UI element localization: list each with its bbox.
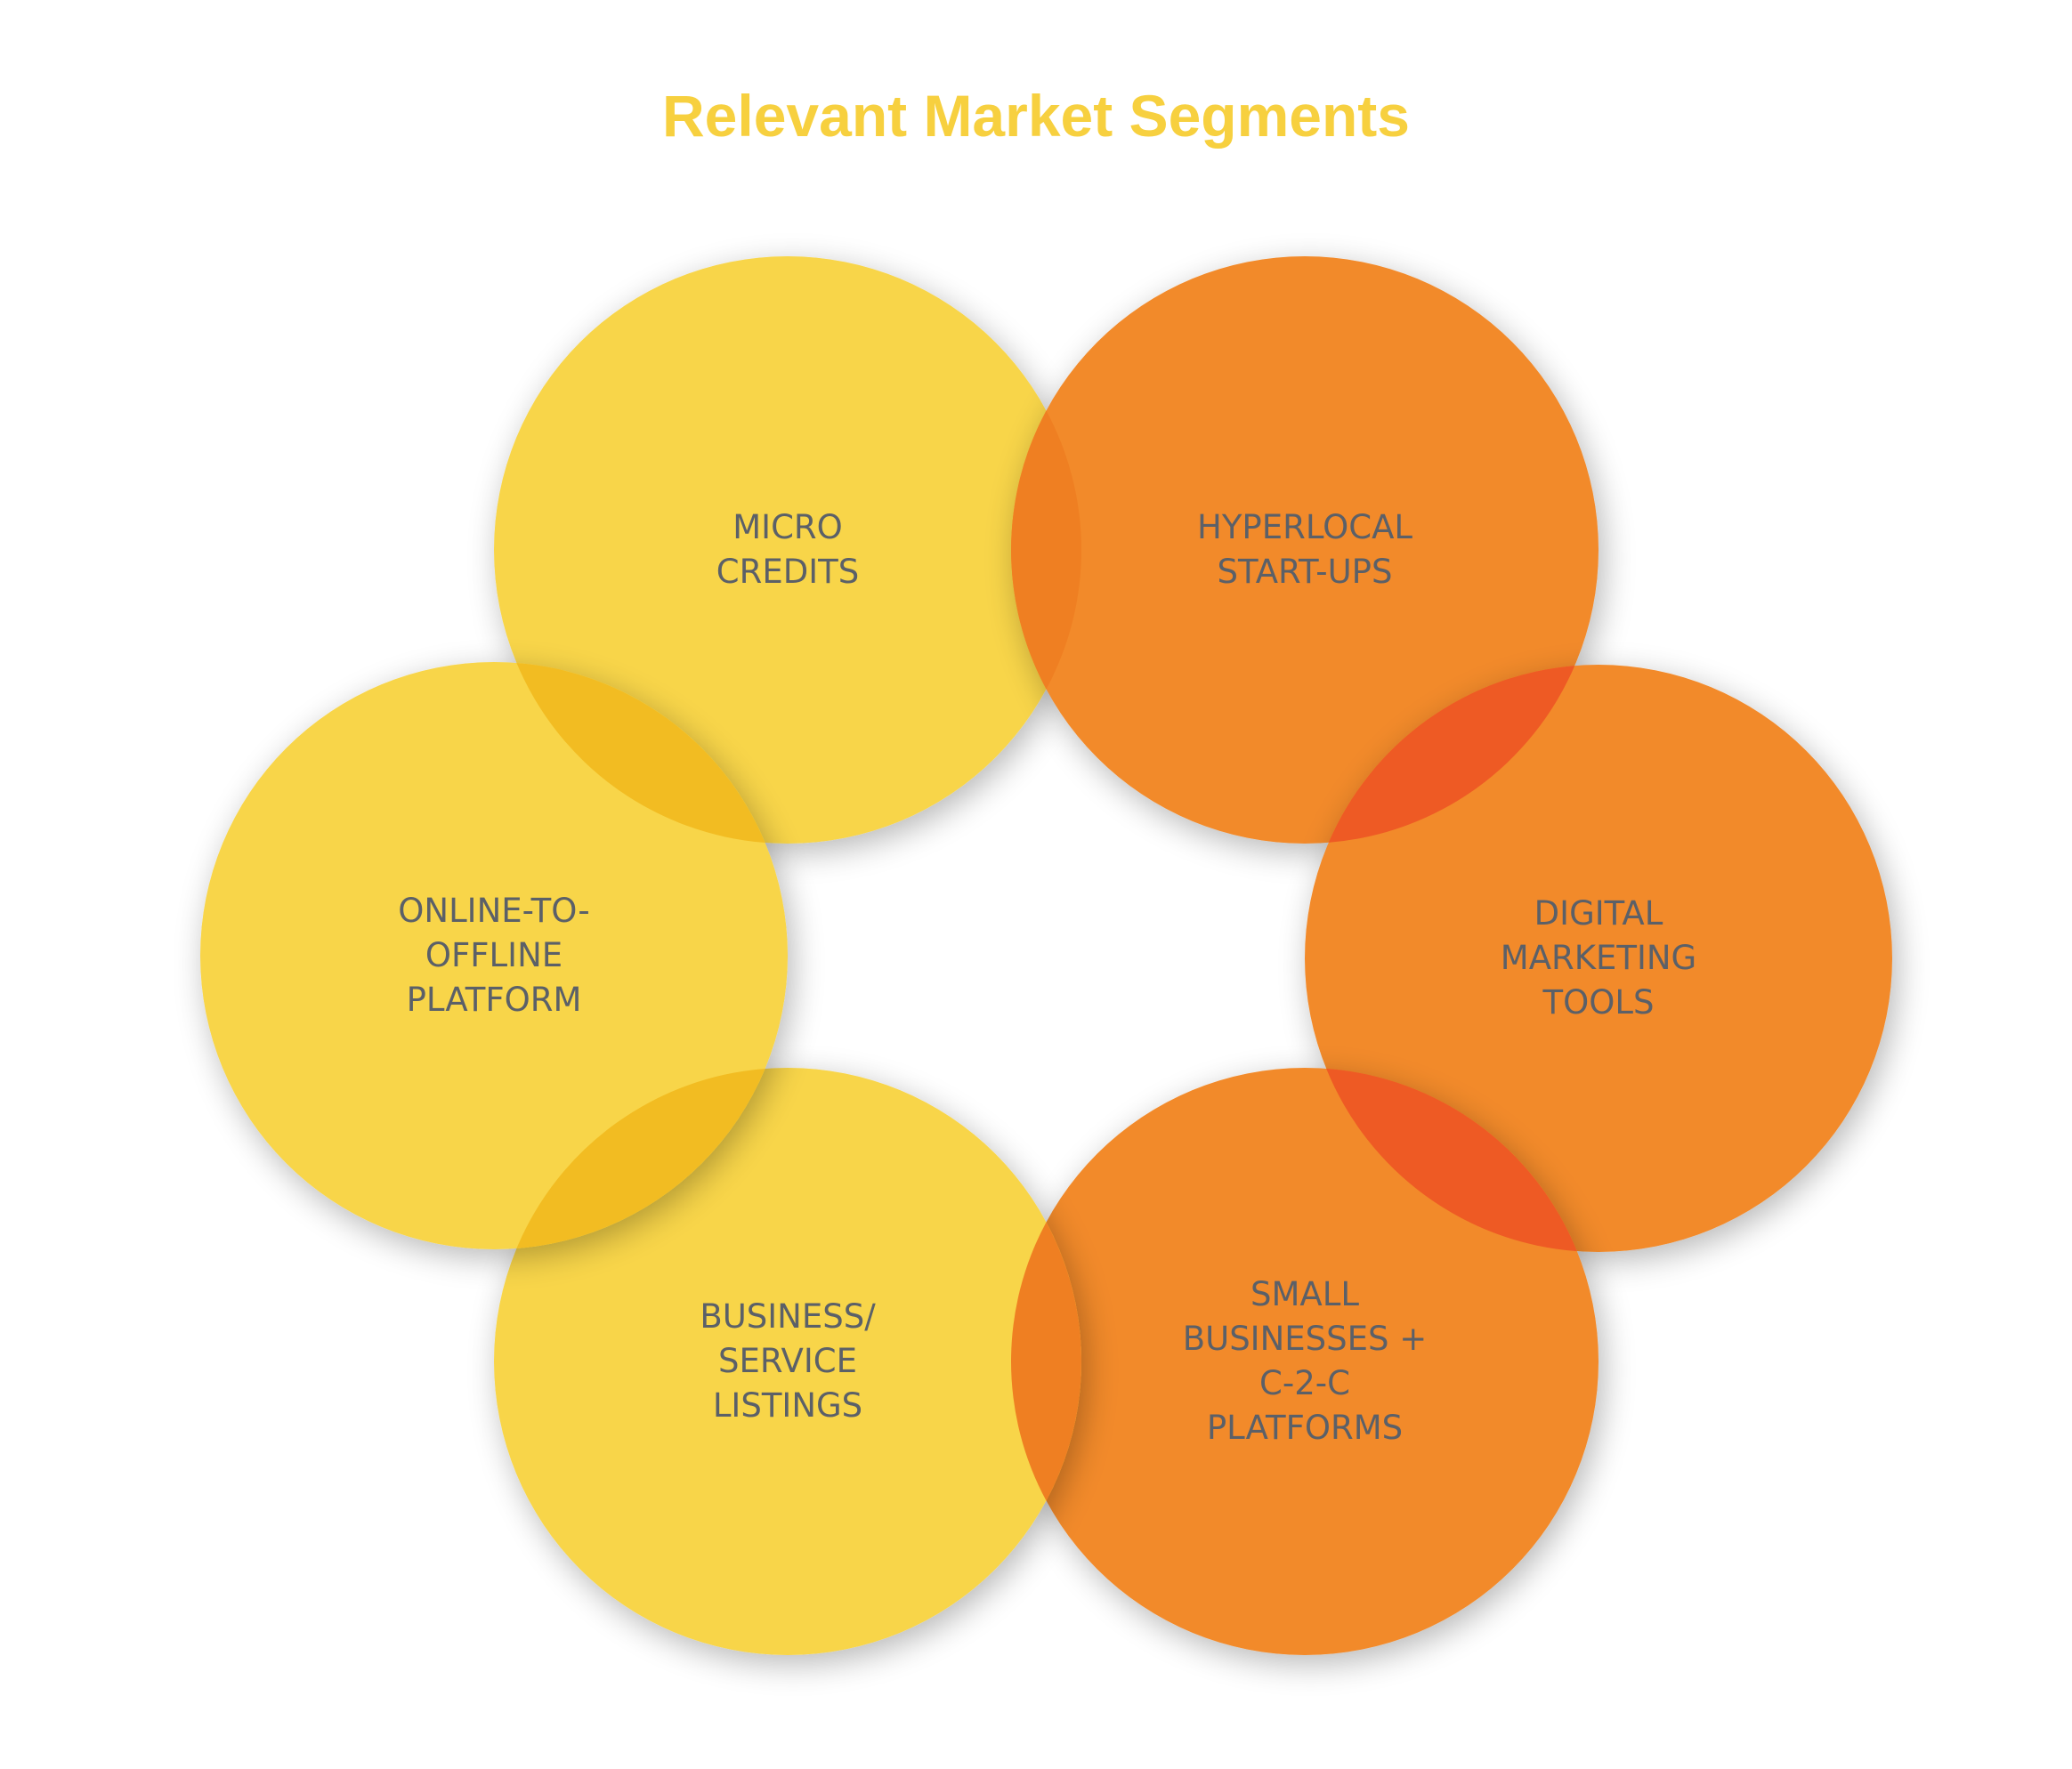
overlap-digital-marketing-tools-small-businesses-c-2-c-platforms — [1326, 1068, 1577, 1252]
circles-layer — [200, 256, 1892, 1655]
diagram-title: Relevant Market Segments — [662, 83, 1410, 149]
segment-label-micro-credits: MICRO CREDITS — [716, 508, 860, 591]
segment-label-small-businesses-c-2-c-platforms: SMALL BUSINESSES + C-2-C PLATFORMS — [1182, 1275, 1428, 1447]
segment-circle-digital-marketing-tools — [1305, 665, 1892, 1252]
segment-circle-small-businesses-c-2-c-platforms — [1011, 1068, 1599, 1655]
overlap-micro-credits-hyperlocal-start-ups — [1011, 410, 1081, 690]
segment-label-hyperlocal-start-ups: HYPERLOCAL START-UPS — [1197, 508, 1412, 591]
overlap-online-to-offline-platform-micro-credits — [516, 662, 765, 844]
overlap-hyperlocal-start-ups-digital-marketing-tools — [1328, 666, 1575, 843]
segment-label-digital-marketing-tools: DIGITAL MARKETING TOOLS — [1500, 894, 1697, 1022]
segment-circle-hyperlocal-start-ups — [1011, 256, 1599, 844]
segment-circle-micro-credits — [494, 256, 1081, 844]
overlap-business-service-listings-online-to-offline-platform — [516, 1068, 765, 1249]
segment-label-business-service-listings: BUSINESS/ SERVICE LISTINGS — [700, 1297, 876, 1425]
segment-circle-online-to-offline-platform — [200, 662, 788, 1249]
overlap-layer — [516, 410, 1577, 1501]
segment-label-online-to-offline-platform: ONLINE-TO- OFFLINE PLATFORM — [398, 892, 590, 1019]
overlap-small-businesses-c-2-c-platforms-business-service-listings — [1011, 1222, 1081, 1501]
segment-circle-business-service-listings — [494, 1068, 1081, 1655]
